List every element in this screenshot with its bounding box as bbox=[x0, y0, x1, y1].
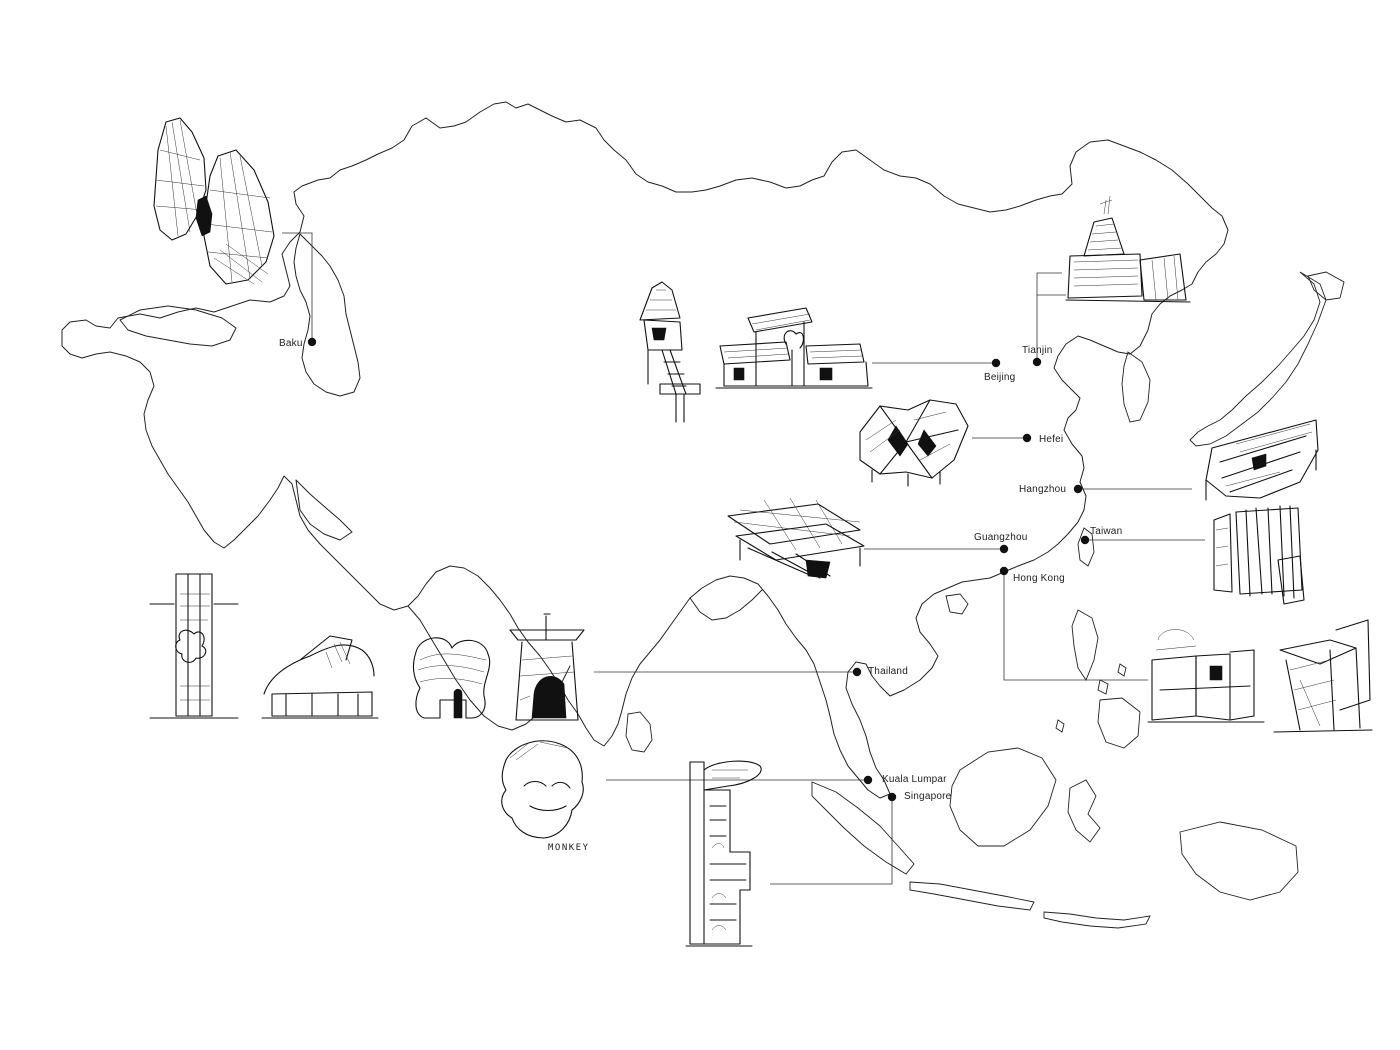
sketch-layer: MONKEY bbox=[149, 117, 1373, 947]
coastline-persian-gulf bbox=[295, 479, 353, 541]
island-hainan bbox=[945, 593, 969, 615]
island-luzon bbox=[1071, 609, 1099, 681]
leader-singapore bbox=[770, 797, 893, 885]
coastline-black-sea bbox=[119, 305, 237, 347]
city-label: Guangzhou bbox=[974, 532, 1028, 543]
city-tianjin[interactable]: Tianjin bbox=[1022, 345, 1053, 367]
leader-lines bbox=[282, 232, 1205, 885]
sketch-baku-pods bbox=[153, 117, 275, 285]
city-baku[interactable]: Baku bbox=[279, 337, 317, 349]
island-sri-lanka bbox=[625, 711, 653, 753]
sketch-india-house bbox=[261, 635, 379, 719]
sketch-india-tower bbox=[149, 573, 239, 719]
island-philippines-small bbox=[1055, 663, 1127, 733]
city-dot bbox=[863, 775, 873, 785]
monkey-caption: MONKEY bbox=[548, 843, 590, 853]
city-beijing[interactable]: Beijing bbox=[984, 358, 1015, 383]
city-label: Hefei bbox=[1039, 434, 1063, 445]
city-dot bbox=[999, 566, 1009, 576]
city-guangzhou[interactable]: Guangzhou bbox=[974, 532, 1028, 554]
coastline-west-asia bbox=[61, 329, 293, 549]
city-taiwan[interactable]: Taiwan bbox=[1080, 526, 1123, 545]
island-japan-hokkaido bbox=[1307, 271, 1345, 301]
island-layer bbox=[625, 271, 1345, 929]
city-dot bbox=[1073, 484, 1083, 494]
sketch-hangzhou-building bbox=[1205, 419, 1319, 501]
city-label: Hangzhou bbox=[1019, 484, 1066, 495]
island-korea bbox=[1121, 351, 1151, 423]
city-hangzhou[interactable]: Hangzhou bbox=[1019, 484, 1083, 495]
city-label: Taiwan bbox=[1090, 526, 1122, 537]
island-borneo bbox=[949, 747, 1057, 847]
city-dot bbox=[991, 358, 1001, 368]
island-new-guinea bbox=[1179, 821, 1299, 901]
island-taiwan bbox=[1077, 527, 1095, 567]
leader-hong-kong bbox=[1003, 571, 1148, 681]
island-japan-honshu bbox=[1189, 271, 1327, 447]
sketch-beijing-tower bbox=[639, 281, 701, 423]
city-label: Beijing bbox=[984, 372, 1015, 383]
sketch-india-spiral bbox=[509, 613, 585, 721]
city-hefei[interactable]: Hefei bbox=[1022, 433, 1064, 445]
sketch-guangzhou-pavilion bbox=[727, 497, 865, 579]
island-java bbox=[909, 881, 1035, 911]
city-kuala-lumpur[interactable]: Kuala Lumpar bbox=[863, 774, 947, 785]
leader-baku bbox=[282, 232, 313, 342]
sketch-india-blob bbox=[412, 637, 491, 719]
city-dot bbox=[999, 544, 1009, 554]
sketch-taiwan-fins bbox=[1213, 505, 1305, 605]
island-sumatra bbox=[811, 781, 915, 875]
sketch-tianjin-building bbox=[1065, 195, 1191, 303]
leader-tianjin bbox=[1036, 272, 1062, 362]
coastline-bengal bbox=[689, 589, 763, 621]
city-label: Singapore bbox=[904, 791, 952, 802]
sketch-hk-angled bbox=[1273, 619, 1373, 733]
coastline-layer bbox=[61, 101, 1229, 799]
sketch-hk-blocks bbox=[1147, 629, 1265, 723]
city-markers: Baku Tianjin Beijing Hefei Hangzhou Guan… bbox=[279, 337, 1123, 802]
sketch-hefei-canopy bbox=[859, 399, 969, 487]
coastline-caspian bbox=[293, 233, 361, 397]
city-dot bbox=[1032, 357, 1042, 367]
city-dot bbox=[887, 792, 897, 802]
island-mindanao bbox=[1097, 697, 1141, 749]
city-label: Tianjin bbox=[1022, 345, 1053, 356]
city-singapore[interactable]: Singapore bbox=[887, 791, 952, 802]
sketch-monkey-face: MONKEY bbox=[501, 740, 590, 853]
island-lesser-sunda bbox=[1043, 911, 1151, 929]
city-label: Kuala Lumpar bbox=[882, 774, 947, 785]
sketch-singapore-tower bbox=[685, 760, 762, 947]
city-label: Thailand bbox=[868, 666, 908, 677]
city-dot bbox=[1080, 535, 1090, 545]
city-dot bbox=[1022, 433, 1032, 443]
city-thailand[interactable]: Thailand bbox=[852, 666, 908, 677]
coastline-mainland-north bbox=[61, 101, 1229, 799]
sketch-beijing-village bbox=[715, 307, 873, 389]
city-label: Baku bbox=[279, 338, 303, 349]
city-dot bbox=[307, 337, 317, 347]
city-hong-kong[interactable]: Hong Kong bbox=[999, 566, 1065, 584]
city-dot bbox=[852, 667, 862, 677]
city-label: Hong Kong bbox=[1013, 573, 1065, 584]
island-sulawesi bbox=[1067, 779, 1101, 843]
